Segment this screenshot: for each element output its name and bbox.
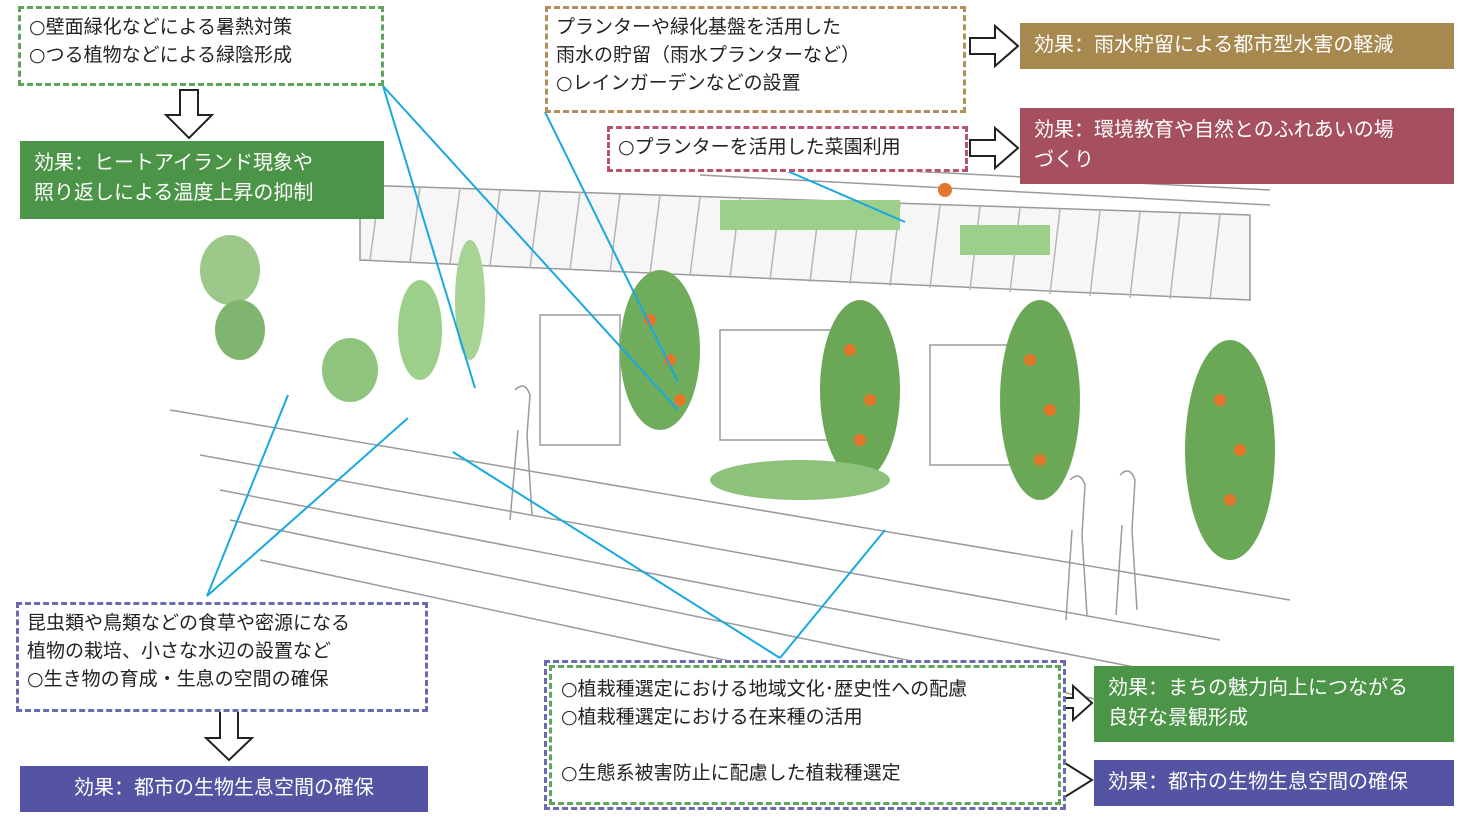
rain-storage-box: プランターや緑化基盤を活用した 雨水の貯留（雨水プランターなど） ○レインガーデ… — [545, 6, 966, 113]
effect-flood-line-1: 効果：雨水貯留による都市型水害の軽減 — [1034, 32, 1394, 56]
habitat-line-2: 植物の栽培、小さな水辺の設置など — [27, 640, 332, 662]
effect-landscape: 効果：まちの魅力向上につながる 良好な景観形成 — [1094, 666, 1454, 742]
effect-habitat-left-line-1: 効果：都市の生物生息空間の確保 — [74, 775, 374, 799]
effect-education: 効果：環境教育や自然とのふれあいの場 づくり — [1020, 108, 1454, 184]
effect-education-line-1: 効果：環境教育や自然とのふれあいの場 — [1034, 117, 1394, 141]
species-selection-spacer — [561, 731, 1049, 759]
rain-storage-line-1: プランターや緑化基盤を活用した — [556, 16, 842, 38]
habitat-line-1: 昆虫類や鳥類などの食草や密源になる — [27, 612, 351, 634]
effect-landscape-line-2: 良好な景観形成 — [1108, 705, 1248, 729]
down-arrow-left-bottom — [203, 709, 255, 762]
rain-storage-line-2: 雨水の貯留（雨水プランターなど） — [556, 44, 861, 66]
effect-heat-island-line-1: 効果：ヒートアイランド現象や — [34, 150, 313, 174]
species-selection-line-1: ○植栽種選定における地域文化･歴史性への配慮 — [561, 678, 968, 700]
effect-habitat-right-line-1: 効果：都市の生物生息空間の確保 — [1108, 769, 1408, 793]
vegetable-garden-box: ○プランターを活用した菜園利用 — [607, 126, 968, 172]
effect-habitat-left: 効果：都市の生物生息空間の確保 — [20, 766, 428, 812]
effect-habitat-right: 効果：都市の生物生息空間の確保 — [1094, 760, 1454, 806]
species-selection-line-2: ○植栽種選定における在来種の活用 — [561, 706, 863, 728]
down-arrow-left-top — [163, 89, 215, 140]
effect-heat-island-line-2: 照り返しによる温度上昇の抑制 — [34, 180, 314, 204]
greenery — [200, 183, 1275, 560]
effect-education-line-2: づくり — [1034, 147, 1094, 171]
right-arrow-rain — [969, 23, 1020, 69]
effect-landscape-line-1: 効果：まちの魅力向上につながる — [1108, 675, 1408, 699]
rain-storage-line-3: ○レインガーデンなどの設置 — [556, 72, 801, 94]
wall-greening-line-1: ○壁面緑化などによる暑熱対策 — [29, 16, 293, 38]
species-selection-box: ○植栽種選定における地域文化･歴史性への配慮 ○植栽種選定における在来種の活用 … — [544, 660, 1066, 810]
wall-greening-box: ○壁面緑化などによる暑熱対策 ○つる植物などによる緑陰形成 — [18, 6, 384, 86]
leader-lines — [206, 85, 906, 659]
vegetable-garden-line-1: ○プランターを活用した菜園利用 — [618, 136, 901, 158]
habitat-line-3: ○生き物の育成・生息の空間の確保 — [27, 668, 329, 690]
wall-greening-line-2: ○つる植物などによる緑陰形成 — [29, 44, 293, 66]
effect-heat-island: 効果：ヒートアイランド現象や 照り返しによる温度上昇の抑制 — [20, 141, 384, 219]
right-arrow-garden — [969, 125, 1020, 171]
habitat-box: 昆虫類や鳥類などの食草や密源になる 植物の栽培、小さな水辺の設置など ○生き物の… — [16, 602, 428, 712]
species-selection-line-4: ○生態系被害防止に配慮した植栽種選定 — [561, 762, 901, 784]
effect-flood: 効果：雨水貯留による都市型水害の軽減 — [1020, 23, 1454, 69]
